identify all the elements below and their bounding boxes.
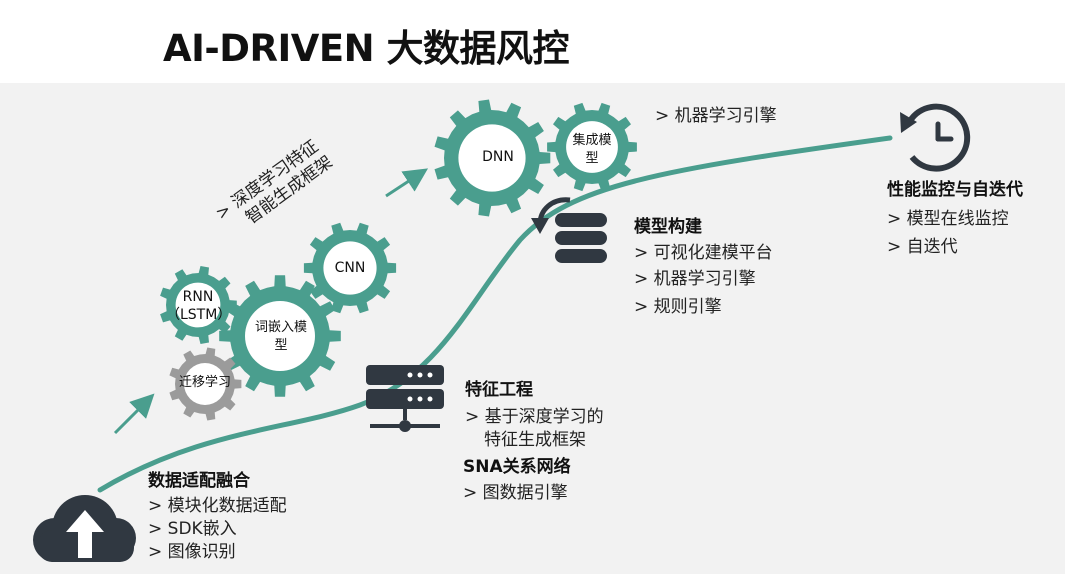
gear-dnn-icon <box>434 99 551 217</box>
stage-data-item-1: > 模块化数据适配 <box>148 496 287 516</box>
page-title: AI-DRIVEN 大数据风控 <box>163 27 570 70</box>
arrow-up-right-icon <box>385 168 429 198</box>
top-bullet: > 机器学习引擎 <box>655 106 777 126</box>
gear-label-embedding-line2: 型 <box>274 338 288 353</box>
stage-data-item-2: > SDK嵌入 <box>148 519 237 539</box>
gear-label-cnn: CNN <box>334 260 366 276</box>
gear-label-rnn-line2: （LSTM） <box>166 307 232 323</box>
cloud-upload-icon <box>33 495 136 562</box>
gear-label-ensemble-line2: 型 <box>585 151 599 166</box>
gear-label-rnn-line1: RNN <box>182 289 214 305</box>
gear-label-ensemble: 集成模 型 <box>564 132 620 168</box>
stage-monitor-item-2: > 自迭代 <box>887 237 958 257</box>
gear-label-dnn: DNN <box>482 149 514 165</box>
gear-word-embedding-icon <box>219 275 341 397</box>
gear-label-rnn: RNN （LSTM） <box>166 288 232 324</box>
stage-feature-item-1: > 基于深度学习的 <box>465 407 604 427</box>
stage-model-title: 模型构建 <box>634 217 702 237</box>
stage-data-title: 数据适配融合 <box>148 471 250 491</box>
stage-feature-title: 特征工程 <box>465 380 533 400</box>
stage-feature-item-2: 特征生成框架 <box>484 430 586 450</box>
gear-label-embedding: 词嵌入模 型 <box>246 319 316 355</box>
stage-model-item-2: > 机器学习引擎 <box>634 269 756 289</box>
stage-feature-subtitle: SNA关系网络 <box>463 457 571 477</box>
stage-data-item-3: > 图像识别 <box>148 542 236 562</box>
gear-label-transfer: 迁移学习 <box>178 375 231 390</box>
gear-cnn-icon <box>303 222 397 314</box>
gear-rnn-icon <box>160 266 237 344</box>
header: AI-DRIVEN 大数据风控 <box>0 0 1065 83</box>
database-icon <box>531 197 607 263</box>
gear-label-ensemble-line1: 集成模 <box>572 133 612 148</box>
stage-model-item-1: > 可视化建模平台 <box>634 243 773 263</box>
gear-transfer-learning-icon <box>169 347 242 421</box>
server-network-icon <box>366 365 444 432</box>
gear-label-embedding-line1: 词嵌入模 <box>254 320 307 335</box>
arrow-up-right-icon <box>113 393 155 435</box>
growth-curve <box>97 135 893 493</box>
clock-history-icon <box>900 103 971 172</box>
stage-model-item-3: > 规则引擎 <box>634 297 722 317</box>
stage-monitor-title: 性能监控与自迭代 <box>887 180 1023 200</box>
stage-monitor-item-1: > 模型在线监控 <box>887 209 1009 229</box>
stage-feature-sub-item-1: > 图数据引擎 <box>463 483 568 503</box>
gear-ensemble-icon <box>547 102 637 192</box>
